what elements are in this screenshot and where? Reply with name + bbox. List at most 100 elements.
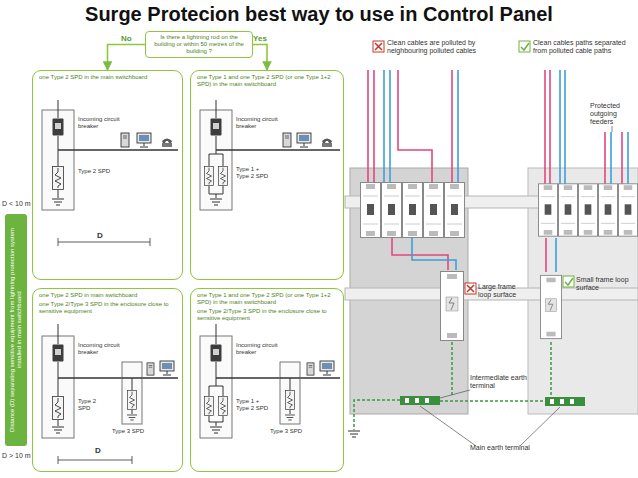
switchboard-illustration bbox=[132, 378, 133, 390]
switchboard-illustration bbox=[320, 361, 334, 375]
callout-label: Small frame loop surface bbox=[576, 276, 636, 292]
callout-label: Intermediate earth terminal bbox=[470, 374, 540, 390]
callout-label: D bbox=[97, 231, 109, 240]
switchboard-illustration bbox=[322, 139, 332, 148]
check-mark bbox=[563, 276, 574, 287]
cable bbox=[389, 70, 391, 184]
callout-label: D < 10 m bbox=[2, 200, 34, 208]
switchboard-illustration bbox=[42, 100, 178, 246]
cable bbox=[545, 238, 547, 272]
switchboard-illustration bbox=[216, 149, 340, 151]
switchboard-illustration bbox=[58, 420, 59, 426]
callout-label: Protected outgoing feeders bbox=[590, 102, 636, 126]
circuit-breaker bbox=[382, 183, 402, 238]
earth-wire bbox=[440, 400, 545, 402]
check-mark bbox=[565, 278, 573, 285]
switchboard-illustration bbox=[218, 396, 227, 415]
earth-terminal bbox=[550, 399, 574, 404]
switchboard-illustration bbox=[58, 190, 59, 198]
switchboard-illustration bbox=[58, 238, 150, 246]
switchboard-illustration bbox=[42, 110, 74, 210]
circuit-breaker bbox=[424, 183, 444, 238]
earth-terminal bbox=[400, 396, 440, 405]
cable bbox=[398, 70, 432, 184]
cable bbox=[604, 132, 606, 184]
switchboard-illustration bbox=[137, 133, 151, 147]
switchboard-illustration bbox=[42, 324, 178, 464]
panel-heading: one Type 1 and one Type 2 SPD (or one Ty… bbox=[197, 292, 337, 306]
callout-label: D bbox=[95, 446, 107, 455]
solution-panel: one Type 1 and one Type 2 SPD (or one Ty… bbox=[190, 288, 344, 472]
switchboard-illustration bbox=[200, 100, 340, 210]
switchboard-illustration bbox=[53, 119, 64, 136]
check-mark bbox=[519, 41, 574, 287]
cable bbox=[451, 70, 453, 184]
cable bbox=[457, 70, 459, 184]
switchboard-illustration bbox=[52, 199, 64, 205]
cross-mark bbox=[373, 41, 476, 294]
question-text: Is there a lightning rod on the building… bbox=[150, 34, 248, 55]
switchboard-illustration bbox=[122, 362, 142, 424]
switchboard-illustration bbox=[216, 136, 217, 154]
callout-label: Type 3 SPD bbox=[270, 428, 310, 435]
circuit-breaker bbox=[538, 184, 557, 236]
switchboard-illustration bbox=[127, 390, 136, 409]
switchboard-illustration bbox=[58, 362, 59, 396]
cross-mark bbox=[373, 41, 384, 52]
switchboard-illustration bbox=[209, 154, 223, 166]
callout-label: Type 3 SPD bbox=[112, 428, 152, 435]
check-mark bbox=[519, 41, 530, 52]
callout-label: Type 1 + Type 2 SPD bbox=[236, 398, 270, 412]
earth-terminal bbox=[405, 398, 429, 403]
switchboard-illustration bbox=[127, 415, 137, 420]
callout-label: Clean cables paths separated from pollut… bbox=[533, 39, 633, 55]
cable bbox=[544, 70, 546, 184]
spd-module bbox=[441, 272, 562, 341]
cross-mark bbox=[465, 283, 476, 294]
cable bbox=[373, 70, 375, 184]
distance-band: Distance (D) separating sensitive equipm… bbox=[5, 214, 27, 446]
cross-mark bbox=[375, 43, 382, 50]
callout-label: Type 2 SPD bbox=[78, 398, 108, 412]
leader-line bbox=[612, 126, 613, 132]
switchboard-illustration bbox=[211, 345, 222, 362]
switchboard-illustration bbox=[200, 324, 340, 438]
leader-line bbox=[420, 406, 476, 446]
switchboard-illustration bbox=[53, 167, 64, 190]
callout-label: Type 2 SPD bbox=[78, 168, 110, 175]
callout-label: Clean cables are polluted by neighbourin… bbox=[387, 39, 477, 55]
switchboard-illustration bbox=[147, 363, 154, 375]
earth-wire bbox=[550, 342, 552, 397]
flow-connector bbox=[108, 45, 146, 71]
circuit-breaker bbox=[361, 183, 638, 238]
switchboard-illustration bbox=[209, 416, 223, 426]
circuit-breaker bbox=[445, 183, 465, 238]
cable bbox=[564, 70, 566, 184]
switchboard-illustration bbox=[283, 133, 291, 147]
flow-connector bbox=[253, 45, 267, 71]
callout-label: Large frame loop surface bbox=[478, 283, 530, 299]
switchboard-illustration bbox=[216, 377, 340, 379]
callout-label: Main earth terminal bbox=[470, 444, 532, 452]
earth-terminal bbox=[348, 396, 585, 437]
switchboard-illustration bbox=[160, 361, 174, 375]
cable bbox=[412, 238, 456, 270]
cable bbox=[392, 238, 448, 270]
cable bbox=[367, 70, 369, 184]
earth-terminal bbox=[545, 397, 585, 406]
circuit-breaker bbox=[578, 184, 597, 236]
circuit-breaker bbox=[618, 184, 637, 236]
callout-label: Incoming circuit breaker bbox=[236, 116, 280, 130]
cable bbox=[549, 70, 551, 184]
edge-label: No bbox=[121, 34, 132, 43]
cable bbox=[555, 238, 557, 272]
panel-heading: one Type 2/Type 3 SPD in the enclosure c… bbox=[39, 301, 176, 315]
earth-wire bbox=[354, 342, 551, 430]
switchboard-illustration bbox=[58, 136, 59, 166]
earth-wire bbox=[354, 400, 400, 430]
switchboard-illustration bbox=[58, 456, 132, 464]
callout-label: Incoming circuit breaker bbox=[236, 342, 278, 356]
switchboard-illustration bbox=[210, 427, 222, 433]
